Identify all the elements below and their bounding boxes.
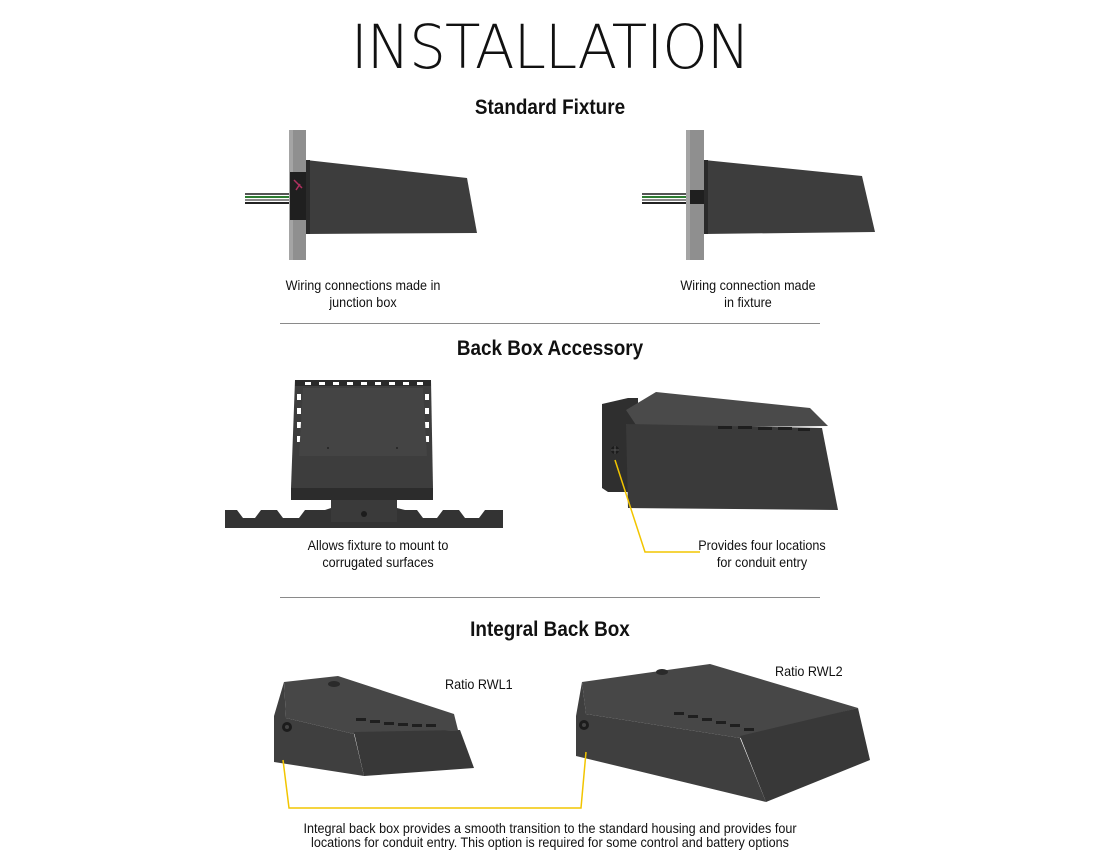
corrugated-mount-illustration — [225, 380, 503, 528]
ratio-rwl1-illustration — [274, 676, 474, 776]
caption-line: junction box — [329, 294, 397, 310]
caption-line: Wiring connections made in — [285, 277, 441, 293]
junction-box-fixture-illustration — [245, 130, 477, 260]
in-fixture-wiring-illustration — [642, 130, 875, 260]
section-divider — [280, 597, 820, 598]
caption-line: in fixture — [724, 294, 772, 310]
section-title-back-box-accessory: Back Box Accessory — [456, 337, 644, 360]
caption-integral-back-box: Integral back box provides a smooth tran… — [262, 821, 838, 849]
section-title-integral-back-box: Integral Back Box — [470, 618, 630, 641]
label-ratio-rwl1: Ratio RWL1 — [445, 676, 513, 692]
caption-corrugated: Allows fixture to mount to corrugated su… — [279, 537, 477, 571]
ratio-rwl2-illustration — [576, 664, 870, 802]
caption-junction-box: Wiring connections made in junction box — [273, 277, 453, 311]
section-divider — [280, 323, 820, 324]
caption-line: locations for conduit entry. This option… — [311, 834, 789, 850]
page-title: INSTALLATION — [350, 11, 751, 83]
caption-line: Provides four locations — [698, 537, 826, 553]
caption-line: for conduit entry — [716, 554, 808, 570]
caption-line: Integral back box provides a smooth tran… — [303, 820, 797, 836]
caption-line: Allows fixture to mount to — [307, 537, 449, 553]
section-title-standard-fixture: Standard Fixture — [474, 96, 626, 119]
caption-in-fixture: Wiring connection made in fixture — [658, 277, 838, 311]
caption-conduit-entry: Provides four locations for conduit entr… — [681, 537, 843, 571]
back-box-side-illustration — [602, 392, 838, 510]
label-ratio-rwl2: Ratio RWL2 — [775, 663, 843, 679]
caption-line: Wiring connection made — [680, 277, 816, 293]
caption-line: corrugated surfaces — [322, 554, 434, 570]
